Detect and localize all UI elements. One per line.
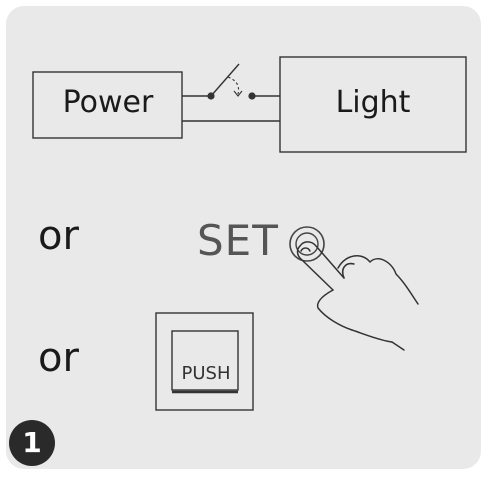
light-box [279,56,467,153]
or-label-second: or [38,335,79,381]
power-box [32,71,183,139]
pointing-hand-icon [296,241,419,351]
instruction-panel [6,6,481,469]
step-number-badge: 1 [9,420,55,466]
light-label: Light [335,85,411,120]
power-label: Power [62,85,154,120]
set-button-icon [289,226,325,262]
switch-symbol-icon [207,63,256,100]
set-label: SET [197,216,279,265]
push-button-icon [155,312,254,411]
push-label: PUSH [181,363,231,384]
or-label-first: or [38,213,79,259]
